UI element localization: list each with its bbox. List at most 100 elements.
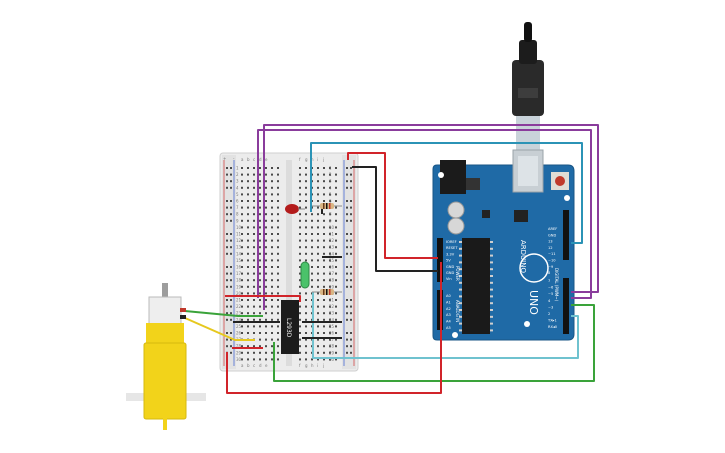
row-number-right: 3 [329,179,332,184]
motor-terminal-1 [180,308,186,312]
digital-pin-label-top: AREF [548,227,557,231]
row-number-right: 26 [329,331,335,336]
column-letter-top: i [317,157,318,162]
wire-red-5v[interactable] [347,152,438,259]
row-number-left: 22 [236,304,242,309]
column-letter-top: a [241,157,244,162]
row-number-right: 28 [329,344,335,349]
power-pin-label: GND [446,265,454,269]
wire-yellow-motor[interactable] [184,317,255,341]
column-letter-bottom: h [311,363,314,368]
digital-pin-label-bottom: 7 [548,279,550,283]
capacitor-1 [447,201,465,219]
row-number-left: 13 [236,245,242,250]
arduino-pin-labels: IOREFRESET3.3V5VGNDGNDVinA0A1A2A3A4A5ARE… [446,227,558,330]
resistor-2[interactable] [312,289,342,295]
diode[interactable] [300,261,310,289]
row-number-left: 8 [236,212,239,217]
row-number-left: 17 [236,271,242,276]
power-pin-label: Vin [446,277,452,281]
power-header [437,238,443,282]
wire-black-gnd[interactable] [352,166,438,272]
wire-green-motor[interactable] [184,310,263,317]
row-number-right: 10 [329,225,335,230]
mount-hole-bl [452,332,458,338]
digital-pin-label-bottom: TX▸1 [547,319,557,323]
column-letter-bottom: f [299,363,301,368]
row-number-right: 29 [329,350,335,355]
row-number-left: 23 [236,311,242,316]
column-letter-top: f [299,157,301,162]
row-number-right: 9 [329,218,332,223]
digital-header-bottom [563,278,569,334]
wires[interactable] [184,124,599,394]
analog-pin-label: A3 [446,313,451,317]
arduino-brand-text: ARDUINO [519,240,527,273]
power-pin-label: GND [446,271,454,275]
row-number-right: 19 [329,284,335,289]
capacitor-2 [447,217,465,235]
row-number-left: 19 [236,284,242,289]
arduino-logo [519,253,549,283]
arduino-model-text: UNO [527,290,540,315]
digital-pin-label-top: ~10 [548,259,556,263]
wire-green-arduino[interactable] [273,304,595,382]
mount-hole-tl [438,172,444,178]
power-pin-label: 3.3V [446,252,455,256]
row-number-left: 14 [236,251,242,256]
motor-gearbox [143,342,187,420]
row-number-left: 21 [236,298,242,303]
row-number-left: 1 [236,166,239,171]
l293d-chip[interactable]: L293D [281,300,299,354]
digital-pin-label-top: 8 [548,271,551,275]
wire-red-bottom[interactable] [226,262,442,394]
column-letter-top: j [322,157,324,162]
center-channel [286,160,292,366]
row-number-right: 21 [329,298,335,303]
mount-hole-bm [524,321,530,327]
column-letter-top: c [253,157,255,162]
column-letter-bottom: b [247,363,250,368]
power-header-text: POWER [455,266,460,281]
digital-pin-label-bottom: ~3 [548,305,553,309]
row-number-left: 26 [236,331,242,336]
row-number-right: 14 [329,251,335,256]
wire-teal[interactable] [310,142,583,244]
row-number-right: 4 [329,185,332,190]
digital-pin-label-top: ~9 [548,265,554,269]
column-letter-top: g [305,157,308,162]
row-number-right: 12 [329,238,335,243]
wire-red-bb-1[interactable] [225,295,301,302]
motor-gearbox-top [146,323,184,343]
wire-purple-2[interactable] [263,124,599,310]
column-letter-top: b [247,157,250,162]
resistor-1[interactable] [312,203,342,209]
atmega-chip [462,238,490,334]
column-letter-bottom: e [265,363,268,368]
digital-pin-label-bottom: RX◂0 [548,325,558,329]
wire-lightblue[interactable] [312,292,579,359]
row-number-right: 15 [329,258,335,263]
row-number-right: 1 [329,166,332,171]
usb-cable[interactable] [512,22,544,156]
column-letter-bottom: d [259,363,262,368]
led[interactable] [285,204,305,214]
analog-pin-label: A5 [446,326,451,330]
dc-power-jack [440,160,466,194]
row-number-right: 18 [329,278,335,283]
small-chip [482,210,490,218]
analog-header-text: ANALOG IN [455,300,460,322]
row-number-left: 4 [236,185,239,190]
arduino-uno[interactable]: ARDUINO UNO DIGITAL (PWM~) POWER ANALOG … [432,149,575,341]
row-number-left: 20 [236,291,242,296]
row-number-right: 5 [329,192,332,197]
dc-motor[interactable] [126,283,206,430]
row-number-right: 24 [329,317,335,322]
wire-purple-1[interactable] [257,129,592,299]
voltage-regulator [466,178,480,190]
column-letter-top: h [311,157,314,162]
power-pin-label: IOREF [446,240,457,244]
